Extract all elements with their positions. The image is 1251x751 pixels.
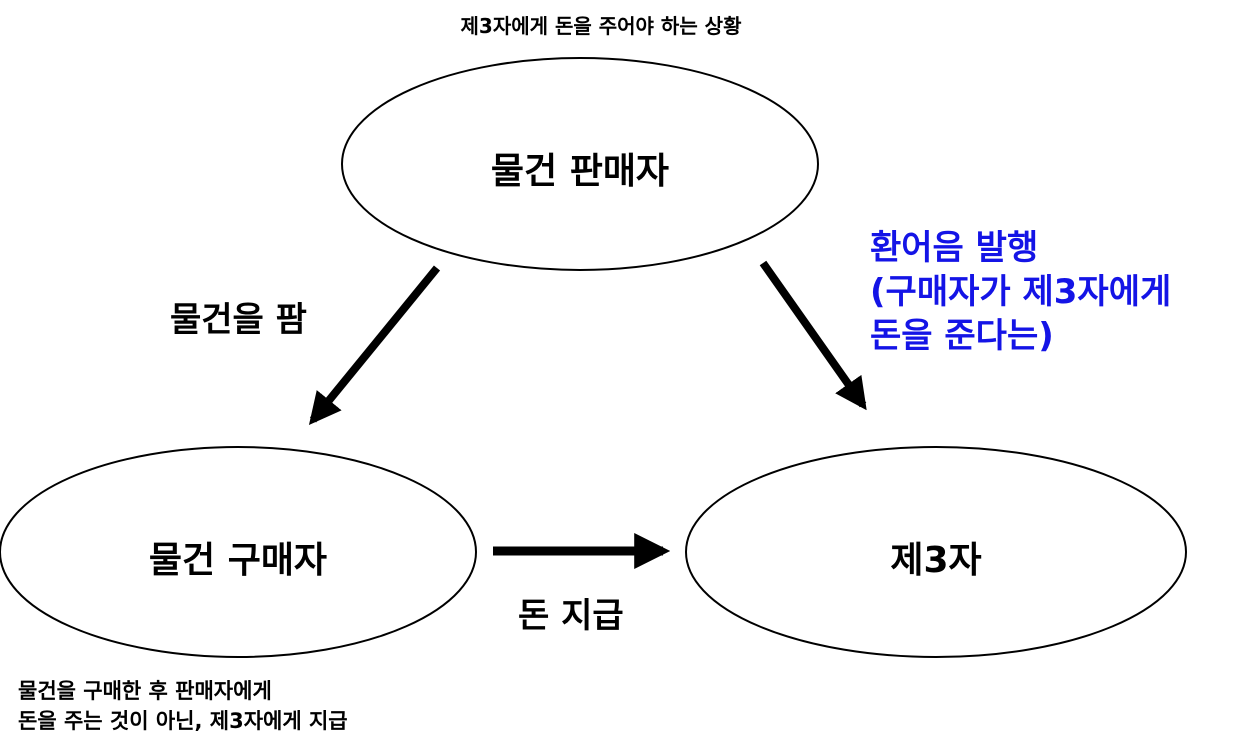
bill-of-exchange-line-2: (구매자가 제3자에게 xyxy=(870,272,1172,312)
edge-label-bill-of-exchange: 환어음 발행 (구매자가 제3자에게 돈을 준다는) xyxy=(870,226,1171,358)
edge-label-sell-goods: 물건을 팜 xyxy=(170,300,307,340)
caption-bottom-line-2: 돈을 주는 것이 아닌, 제3자에게 지급 xyxy=(18,709,348,733)
caption-bottom-line-1: 물건을 구매한 후 판매자에게 xyxy=(18,679,272,703)
seller-node xyxy=(341,57,819,271)
caption-top: 제3자에게 돈을 주어야 하는 상황 xyxy=(460,14,742,38)
buyer-label: 물건 구매자 xyxy=(148,540,328,581)
third-party-label: 제3자 xyxy=(890,540,982,581)
edge-label-payment: 돈 지급 xyxy=(518,596,624,636)
bill-of-exchange-line-3: 돈을 준다는) xyxy=(870,316,1054,356)
third-party-node xyxy=(685,446,1187,658)
bill-of-exchange-line-1: 환어음 발행 xyxy=(870,228,1039,268)
buyer-node xyxy=(0,446,477,658)
arrow-seller-to-third-party xyxy=(759,260,867,411)
caption-bottom: 물건을 구매한 후 판매자에게 돈을 주는 것이 아닌, 제3자에게 지급 xyxy=(18,676,348,736)
arrow-seller-to-buyer xyxy=(308,265,441,425)
seller-label: 물건 판매자 xyxy=(490,151,670,192)
